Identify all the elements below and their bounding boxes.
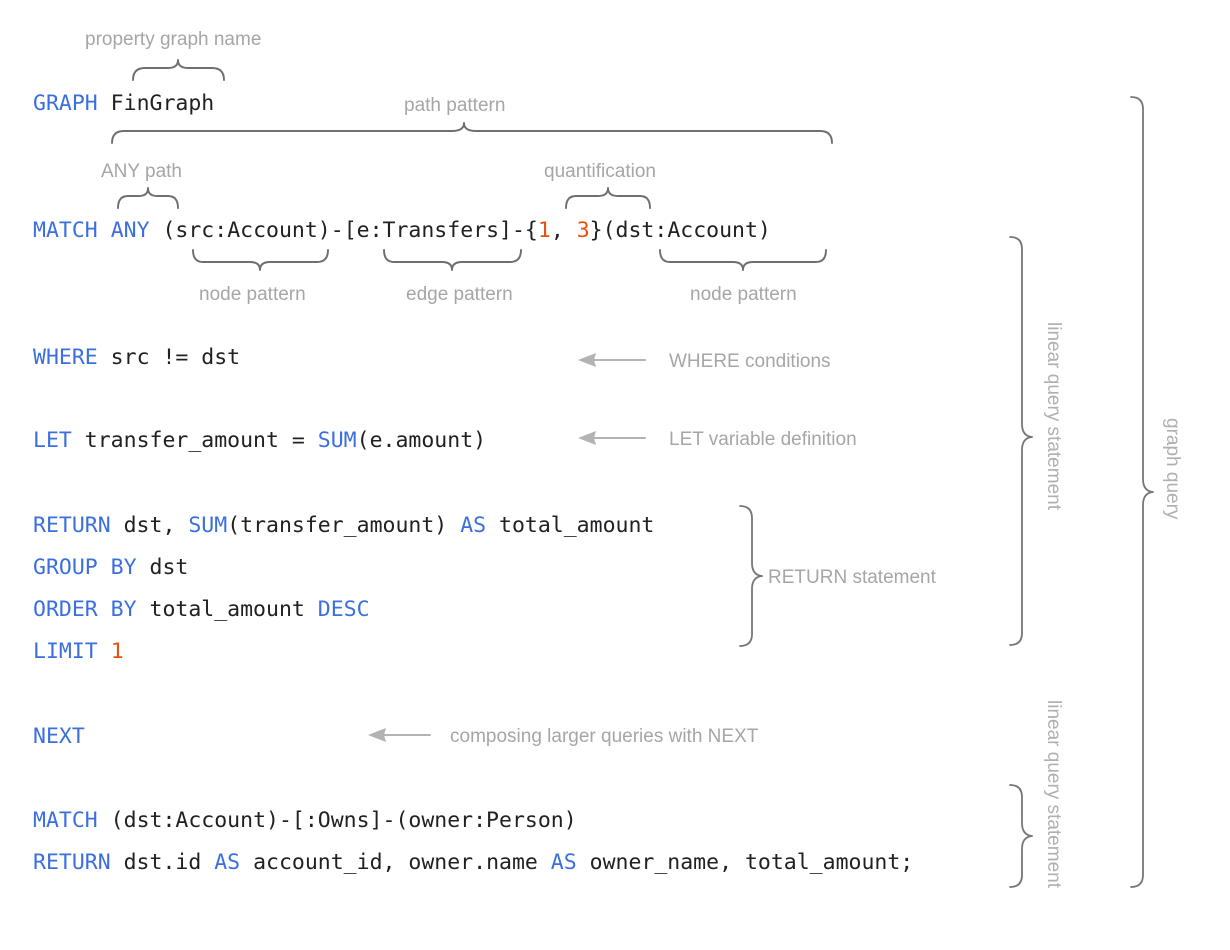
code-text: total_amount xyxy=(486,513,655,538)
code-text xyxy=(98,639,111,664)
code-line-graph: GRAPH FinGraph xyxy=(33,93,214,115)
brace-edge-pattern xyxy=(383,249,522,271)
code-literal: 1 xyxy=(537,218,551,243)
code-keyword: AS xyxy=(550,850,577,875)
code-keyword: MATCH xyxy=(33,218,98,243)
code-text: FinGraph xyxy=(97,91,215,116)
code-line-group-by: GROUP BY dst xyxy=(33,557,188,579)
label-linear-query-statement-1: linear query statement xyxy=(1043,322,1064,510)
label-path-pattern: path pattern xyxy=(404,95,506,116)
code-line-return-2: RETURN dst.id AS account_id, owner.name … xyxy=(33,852,913,874)
brace-linear-query-statement-2 xyxy=(1009,784,1033,888)
code-keyword: AS xyxy=(214,850,241,875)
code-text: , xyxy=(550,218,577,243)
code-text: src != dst xyxy=(97,345,241,370)
code-text xyxy=(98,218,111,243)
label-property-graph-name: property graph name xyxy=(85,29,262,50)
label-where-conditions: WHERE conditions xyxy=(669,351,831,372)
code-keyword: AS xyxy=(460,513,487,538)
code-keyword: RETURN xyxy=(33,513,111,538)
brace-node-pattern-left xyxy=(192,249,329,271)
code-line-where: WHERE src != dst xyxy=(33,347,240,369)
label-graph-query: graph query xyxy=(1162,418,1183,520)
code-line-match-2: MATCH (dst:Account)-[:Owns]-(owner:Perso… xyxy=(33,810,577,832)
brace-return-statement xyxy=(739,505,763,647)
brace-linear-query-statement-1 xyxy=(1009,236,1033,646)
arrow-where-conditions xyxy=(578,353,646,367)
code-keyword: LIMIT xyxy=(33,639,98,664)
brace-graph-query xyxy=(1130,96,1154,888)
arrow-composing-next xyxy=(368,728,431,742)
code-text: dst.id xyxy=(110,850,215,875)
label-quantification: quantification xyxy=(544,161,656,182)
code-text: (dst:Account)-[:Owns]-(owner:Person) xyxy=(97,808,577,833)
label-node-pattern-left: node pattern xyxy=(199,284,306,305)
brace-property-graph-name xyxy=(132,59,225,81)
code-literal: 3 xyxy=(576,218,590,243)
code-text: }(dst:Account) xyxy=(589,218,771,243)
code-keyword: SUM xyxy=(188,513,228,538)
code-keyword: DESC xyxy=(317,597,370,622)
brace-any-path xyxy=(117,187,179,209)
brace-quantification xyxy=(565,187,651,209)
code-text: total_amount xyxy=(136,597,318,622)
code-literal: 1 xyxy=(110,639,124,664)
code-keyword: NEXT xyxy=(33,724,85,749)
code-keyword: WHERE xyxy=(33,345,98,370)
code-keyword: LET xyxy=(33,428,72,453)
label-composing-next: composing larger queries with NEXT xyxy=(450,726,759,747)
label-let-variable-definition: LET variable definition xyxy=(669,429,857,450)
brace-path-pattern xyxy=(111,122,833,144)
code-keyword: GROUP BY xyxy=(33,555,137,580)
code-text: (e.amount) xyxy=(356,428,487,453)
label-node-pattern-right: node pattern xyxy=(690,284,797,305)
label-return-statement: RETURN statement xyxy=(768,567,936,588)
code-line-order-by: ORDER BY total_amount DESC xyxy=(33,599,370,621)
code-text: owner_name, total_amount; xyxy=(576,850,914,875)
label-linear-query-statement-2: linear query statement xyxy=(1043,700,1064,888)
code-text: transfer_amount = xyxy=(71,428,318,453)
code-keyword: SUM xyxy=(317,428,357,453)
code-line-limit: LIMIT 1 xyxy=(33,641,124,663)
code-text: dst, xyxy=(110,513,189,538)
code-text: account_id, owner.name xyxy=(240,850,551,875)
code-line-return-1: RETURN dst, SUM(transfer_amount) AS tota… xyxy=(33,515,654,537)
code-keyword: ANY xyxy=(110,218,150,243)
code-keyword: ORDER BY xyxy=(33,597,137,622)
code-text: (src:Account)-[e:Transfers]-{ xyxy=(149,218,538,243)
code-keyword: GRAPH xyxy=(33,91,98,116)
label-edge-pattern: edge pattern xyxy=(406,284,513,305)
code-line-next: NEXT xyxy=(33,726,85,748)
code-text: dst xyxy=(136,555,189,580)
brace-node-pattern-right xyxy=(659,249,827,271)
arrow-let-variable-definition xyxy=(578,431,646,445)
label-any-path: ANY path xyxy=(101,161,182,182)
code-keyword: MATCH xyxy=(33,808,98,833)
code-text: (transfer_amount) xyxy=(227,513,461,538)
code-line-match-1: MATCH ANY (src:Account)-[e:Transfers]-{1… xyxy=(33,220,771,242)
code-keyword: RETURN xyxy=(33,850,111,875)
code-line-let: LET transfer_amount = SUM(e.amount) xyxy=(33,430,486,452)
